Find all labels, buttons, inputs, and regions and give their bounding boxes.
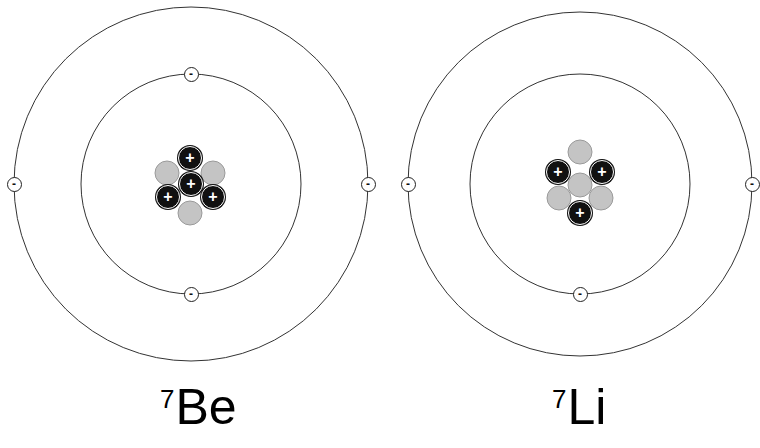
electron-particle: - bbox=[573, 287, 588, 302]
neutron bbox=[568, 173, 592, 197]
element-symbol: Li bbox=[567, 382, 606, 432]
proton-particle: + bbox=[568, 201, 592, 225]
proton-particle: + bbox=[179, 172, 203, 196]
element-symbol: Be bbox=[175, 382, 236, 432]
proton-particle: + bbox=[201, 185, 225, 209]
proton-particle: + bbox=[546, 160, 570, 184]
neutron bbox=[178, 201, 202, 225]
outer-orbit bbox=[408, 12, 752, 356]
charge-plus: + bbox=[208, 189, 217, 205]
electron-particle: - bbox=[401, 177, 416, 192]
electron-particle: - bbox=[7, 177, 22, 192]
neutron bbox=[201, 161, 225, 185]
neutron bbox=[547, 186, 571, 210]
mass-number: 7 bbox=[160, 386, 174, 412]
charge-minus: - bbox=[578, 288, 582, 300]
charge-plus: + bbox=[575, 205, 584, 221]
charge-plus: + bbox=[185, 150, 194, 166]
charge-minus: - bbox=[12, 178, 16, 190]
proton-particle: + bbox=[156, 185, 180, 209]
inner-orbit bbox=[81, 74, 301, 294]
proton-particle: + bbox=[178, 146, 202, 170]
neutron bbox=[589, 186, 613, 210]
electron-particle: - bbox=[184, 67, 199, 82]
electron-particle: - bbox=[184, 287, 199, 302]
charge-minus: - bbox=[406, 178, 410, 190]
electron-particle: - bbox=[361, 177, 376, 192]
charge-plus: + bbox=[597, 164, 606, 180]
charge-minus: - bbox=[750, 178, 754, 190]
proton-particle: + bbox=[590, 160, 614, 184]
outer-orbit bbox=[14, 7, 368, 361]
charge-plus: + bbox=[163, 189, 172, 205]
inner-orbit bbox=[470, 74, 690, 294]
neutron bbox=[155, 161, 179, 185]
charge-plus: + bbox=[553, 164, 562, 180]
charge-minus: - bbox=[366, 178, 370, 190]
neutron bbox=[568, 140, 592, 164]
charge-minus: - bbox=[189, 288, 193, 300]
charge-minus: - bbox=[189, 68, 193, 80]
mass-number: 7 bbox=[552, 386, 566, 412]
charge-plus: + bbox=[186, 176, 195, 192]
electron-particle: - bbox=[745, 177, 760, 192]
